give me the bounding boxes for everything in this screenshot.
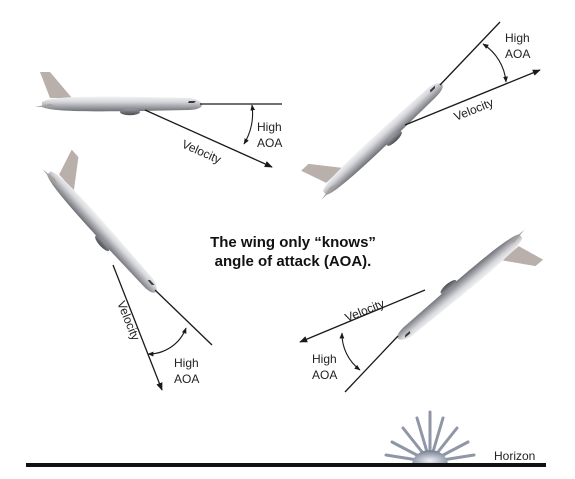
- horizon-label: Horizon: [494, 449, 535, 463]
- chord-line-2: [439, 21, 501, 86]
- aoa-label-2: AOA: [505, 47, 530, 61]
- caption-line-2: angle of attack (AOA).: [215, 253, 372, 270]
- high-label-3: High: [174, 356, 199, 370]
- aoa-label-1: AOA: [257, 136, 282, 150]
- velocity-vector-2: [404, 69, 541, 126]
- aoa-label-4: AOA: [312, 368, 337, 382]
- aoa-arc-3: [147, 327, 187, 357]
- aoa-arc-4: [339, 332, 361, 371]
- velocity-vector-1: [144, 109, 273, 168]
- velocity-label-2: Velocity: [452, 95, 496, 123]
- aoa-label-3: AOA: [174, 372, 199, 386]
- high-label-4: High: [312, 352, 337, 366]
- velocity-label-3: Velocity: [114, 299, 142, 343]
- high-label-1: High: [257, 120, 282, 134]
- chord-line-4: [344, 335, 399, 393]
- high-label-2: High: [505, 31, 530, 45]
- velocity-vector-3: [112, 264, 163, 391]
- sun-icon: [384, 410, 476, 465]
- caption-line-1: The wing only “knows”: [210, 234, 376, 251]
- aoa-arc-2: [482, 43, 508, 83]
- plane-dive: Velocity High AOA: [36, 145, 213, 391]
- plane-descent: Velocity High AOA: [299, 223, 547, 393]
- velocity-label-4: Velocity: [343, 296, 387, 324]
- aoa-arc-1: [243, 104, 256, 145]
- chord-line-3: [154, 289, 213, 346]
- velocity-label-1: Velocity: [180, 137, 223, 167]
- plane-climb: Velocity High AOA: [297, 21, 541, 206]
- velocity-vector-4: [299, 289, 426, 343]
